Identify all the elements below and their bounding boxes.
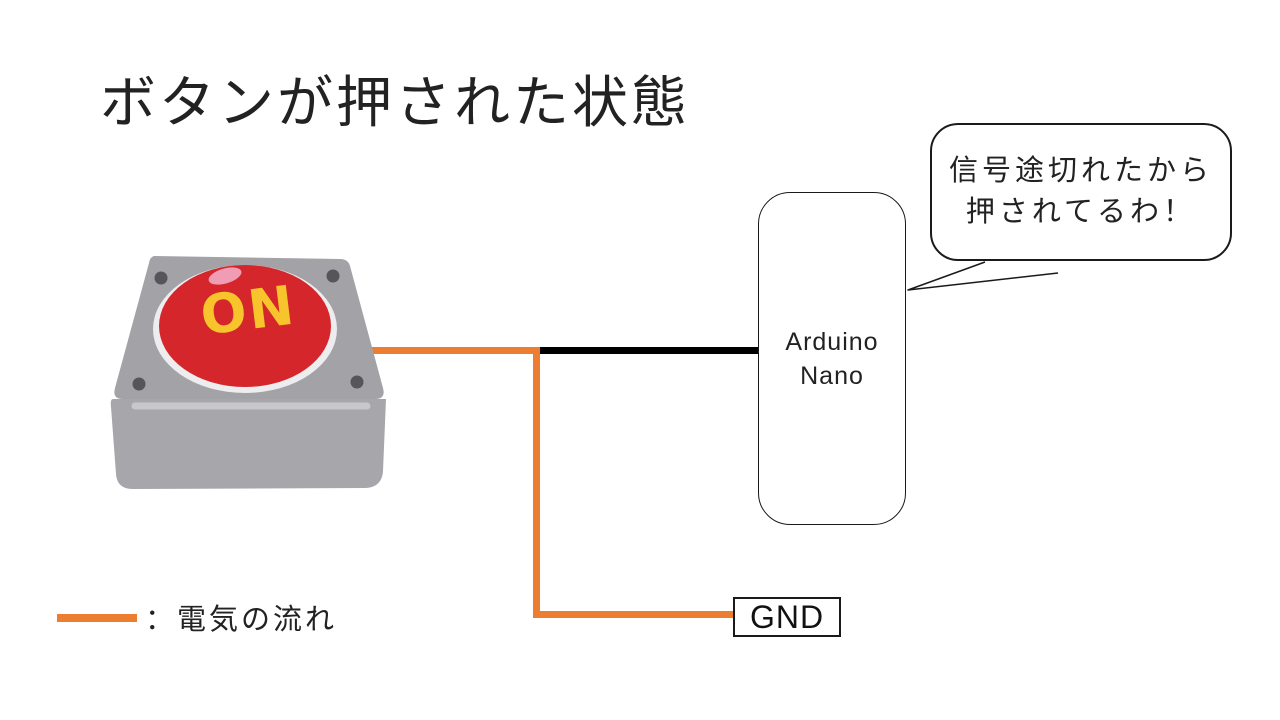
arduino-name-line1: Arduino (785, 327, 879, 356)
wire-dead-signal-to-arduino (540, 347, 760, 354)
legend-wire-swatch (57, 614, 137, 622)
bubble-text-line1: 信号途切れたから (948, 155, 1213, 187)
wire-signal-vertical (533, 347, 540, 618)
wire-signal-button-to-junction (366, 347, 540, 354)
button-dome (159, 265, 331, 387)
speech-bubble: 信号途切れたから 押されてるわ！ (930, 123, 1232, 261)
arduino-nano-box: Arduino Nano (758, 192, 906, 525)
screw-icon (154, 271, 168, 285)
gnd-label-box: GND (733, 597, 841, 637)
page-title: ボタンが押された状態 (100, 71, 690, 134)
legend: ：電気の流れ (57, 596, 337, 638)
arduino-name-line2: Nano (800, 361, 864, 390)
button-front-face (110, 399, 386, 489)
button-dome-highlight (208, 267, 242, 285)
screw-icon (132, 377, 146, 391)
gnd-label: GND (749, 598, 825, 635)
bubble-text-line2: 押されてるわ！ (965, 196, 1197, 228)
push-button-illustration: ON (110, 256, 386, 489)
wire-signal-to-gnd (533, 611, 735, 618)
screw-icon (350, 375, 364, 389)
button-on-label: ON (197, 273, 299, 347)
screw-icon (326, 269, 340, 283)
speech-bubble-tail (907, 261, 1059, 291)
legend-label: ：電気の流れ (145, 604, 338, 636)
